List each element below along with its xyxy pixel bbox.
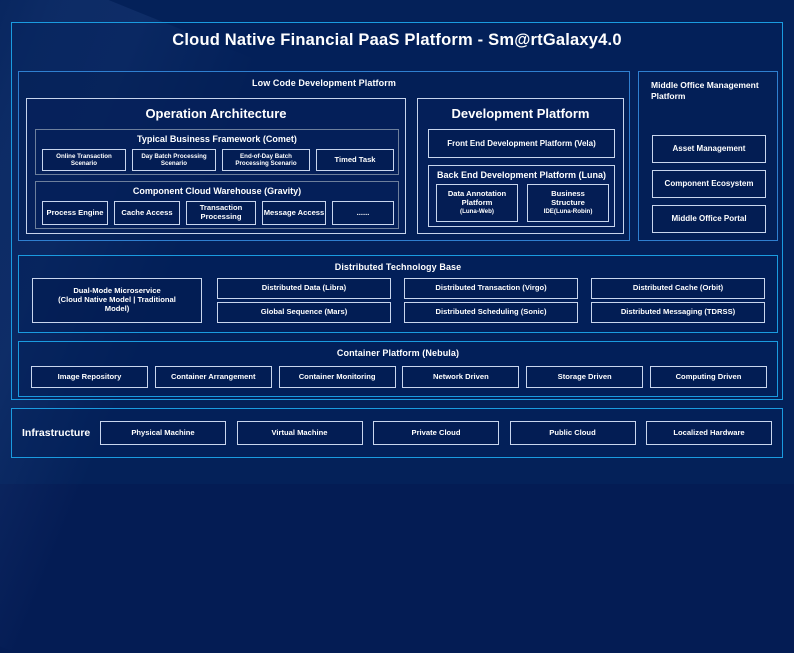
chip-physical-machine[interactable]: Physical Machine — [100, 421, 226, 445]
chip-message-access[interactable]: Message Access — [262, 201, 326, 225]
distributed-grid-row-2: Global Sequence (Mars) Distributed Sched… — [217, 302, 765, 323]
chip-line3: IDE(Luna-Robin) — [543, 208, 593, 216]
chip-timed-task[interactable]: Timed Task — [316, 149, 394, 171]
back-end-development-platform-panel: Back End Development Platform (Luna) Dat… — [428, 165, 615, 227]
chip-middle-office-portal[interactable]: Middle Office Portal — [652, 205, 766, 233]
background-fill — [0, 0, 794, 484]
chip-line2: Platform — [461, 198, 493, 208]
chip-localized-hardware[interactable]: Localized Hardware — [646, 421, 772, 445]
middle-office-management-platform-panel: Middle Office Management Platform Asset … — [638, 71, 778, 241]
chip-transaction-processing[interactable]: Transaction Processing — [186, 201, 256, 225]
container-platform-items: Image Repository Container Arrangement C… — [31, 366, 767, 388]
chip-line2: (Cloud Native Model | Traditional — [58, 295, 176, 305]
distributed-technology-base-panel: Distributed Technology Base Dual-Mode Mi… — [18, 255, 778, 333]
component-cloud-warehouse-panel: Component Cloud Warehouse (Gravity) Proc… — [35, 181, 399, 229]
chip-image-repository[interactable]: Image Repository — [31, 366, 148, 388]
typical-business-framework-panel: Typical Business Framework (Comet) Onlin… — [35, 129, 399, 175]
chip-line3: Model) — [104, 303, 130, 313]
chip-process-engine[interactable]: Process Engine — [42, 201, 108, 225]
chip-dual-mode-microservice[interactable]: Dual-Mode Microservice (Cloud Native Mod… — [32, 278, 202, 323]
container-platform-panel: Container Platform (Nebula) Image Reposi… — [18, 341, 778, 397]
chip-container-monitoring[interactable]: Container Monitoring — [278, 366, 396, 388]
development-platform-title: Development Platform — [451, 106, 590, 121]
chip-data-annotation-platform[interactable]: Data Annotation Platform (Luna-Web) — [436, 184, 518, 222]
infrastructure-items: Physical Machine Virtual Machine Private… — [100, 421, 772, 445]
chip-distributed-cache[interactable]: Distributed Cache (Orbit) — [591, 278, 765, 299]
chip-distributed-data[interactable]: Distributed Data (Libra) — [217, 278, 391, 299]
typical-business-framework-title: Typical Business Framework (Comet) — [137, 134, 297, 144]
low-code-band-title: Low Code Development Platform — [252, 78, 396, 88]
chip-line2: Structure — [551, 198, 585, 208]
chip-distributed-scheduling[interactable]: Distributed Scheduling (Sonic) — [404, 302, 578, 323]
chip-business-structure-ide[interactable]: Business Structure IDE(Luna-Robin) — [527, 184, 609, 222]
typical-business-framework-items: Online Transaction Scenario Day Batch Pr… — [42, 149, 394, 171]
back-end-development-platform-title: Back End Development Platform (Luna) — [436, 170, 607, 180]
chip-network-driven[interactable]: Network Driven — [402, 366, 520, 388]
chip-day-batch-processing-scenario[interactable]: Day Batch Processing Scenario — [132, 149, 216, 171]
chip-container-arrangement[interactable]: Container Arrangement — [154, 366, 272, 388]
low-code-development-platform: Low Code Development Platform Operation … — [18, 71, 630, 241]
chip-line1: Data Annotation — [447, 189, 507, 199]
chip-asset-management[interactable]: Asset Management — [652, 135, 766, 163]
infrastructure-panel: Infrastructure Physical Machine Virtual … — [11, 408, 783, 458]
back-end-items: Data Annotation Platform (Luna-Web) Busi… — [436, 184, 609, 222]
distributed-technology-base-title: Distributed Technology Base — [334, 262, 462, 272]
component-cloud-warehouse-items: Process Engine Cache Access Transaction … — [42, 201, 394, 225]
chip-line1: Dual-Mode Microservice — [73, 286, 161, 296]
distributed-grid: Distributed Data (Libra) Distributed Tra… — [217, 278, 765, 323]
container-platform-title: Container Platform (Nebula) — [336, 348, 460, 358]
chip-storage-driven[interactable]: Storage Driven — [526, 366, 644, 388]
chip-line3: (Luna-Web) — [460, 208, 494, 216]
infrastructure-label: Infrastructure — [22, 427, 91, 439]
chip-online-transaction-scenario[interactable]: Online Transaction Scenario — [42, 149, 126, 171]
chip-virtual-machine[interactable]: Virtual Machine — [236, 421, 363, 445]
operation-architecture-title: Operation Architecture — [145, 106, 287, 121]
development-platform-panel: Development Platform Front End Developme… — [417, 98, 624, 234]
chip-distributed-transaction[interactable]: Distributed Transaction (Virgo) — [404, 278, 578, 299]
chip-front-end-development-platform[interactable]: Front End Development Platform (Vela) — [428, 129, 615, 158]
middle-office-title: Middle Office Management Platform — [651, 80, 759, 102]
distributed-grid-row-1: Distributed Data (Libra) Distributed Tra… — [217, 278, 765, 299]
chip-global-sequence[interactable]: Global Sequence (Mars) — [217, 302, 391, 323]
chip-computing-driven[interactable]: Computing Driven — [649, 366, 767, 388]
chip-private-cloud[interactable]: Private Cloud — [373, 421, 499, 445]
chip-public-cloud[interactable]: Public Cloud — [509, 421, 636, 445]
chip-line1: Business — [551, 189, 585, 199]
chip-end-of-day-batch-processing-scenario[interactable]: End-of-Day Batch Processing Scenario — [222, 149, 310, 171]
component-cloud-warehouse-title: Component Cloud Warehouse (Gravity) — [132, 186, 302, 196]
operation-architecture-panel: Operation Architecture Typical Business … — [26, 98, 406, 234]
chip-component-ecosystem[interactable]: Component Ecosystem — [652, 170, 766, 198]
chip-cache-access[interactable]: Cache Access — [114, 201, 180, 225]
platform-panel: Cloud Native Financial PaaS Platform - S… — [11, 22, 783, 400]
chip-ellipsis[interactable]: ...... — [332, 201, 394, 225]
page-title: Cloud Native Financial PaaS Platform - S… — [172, 31, 622, 49]
architecture-diagram: Cloud Native Financial PaaS Platform - S… — [11, 22, 783, 458]
chip-distributed-messaging[interactable]: Distributed Messaging (TDRSS) — [591, 302, 765, 323]
